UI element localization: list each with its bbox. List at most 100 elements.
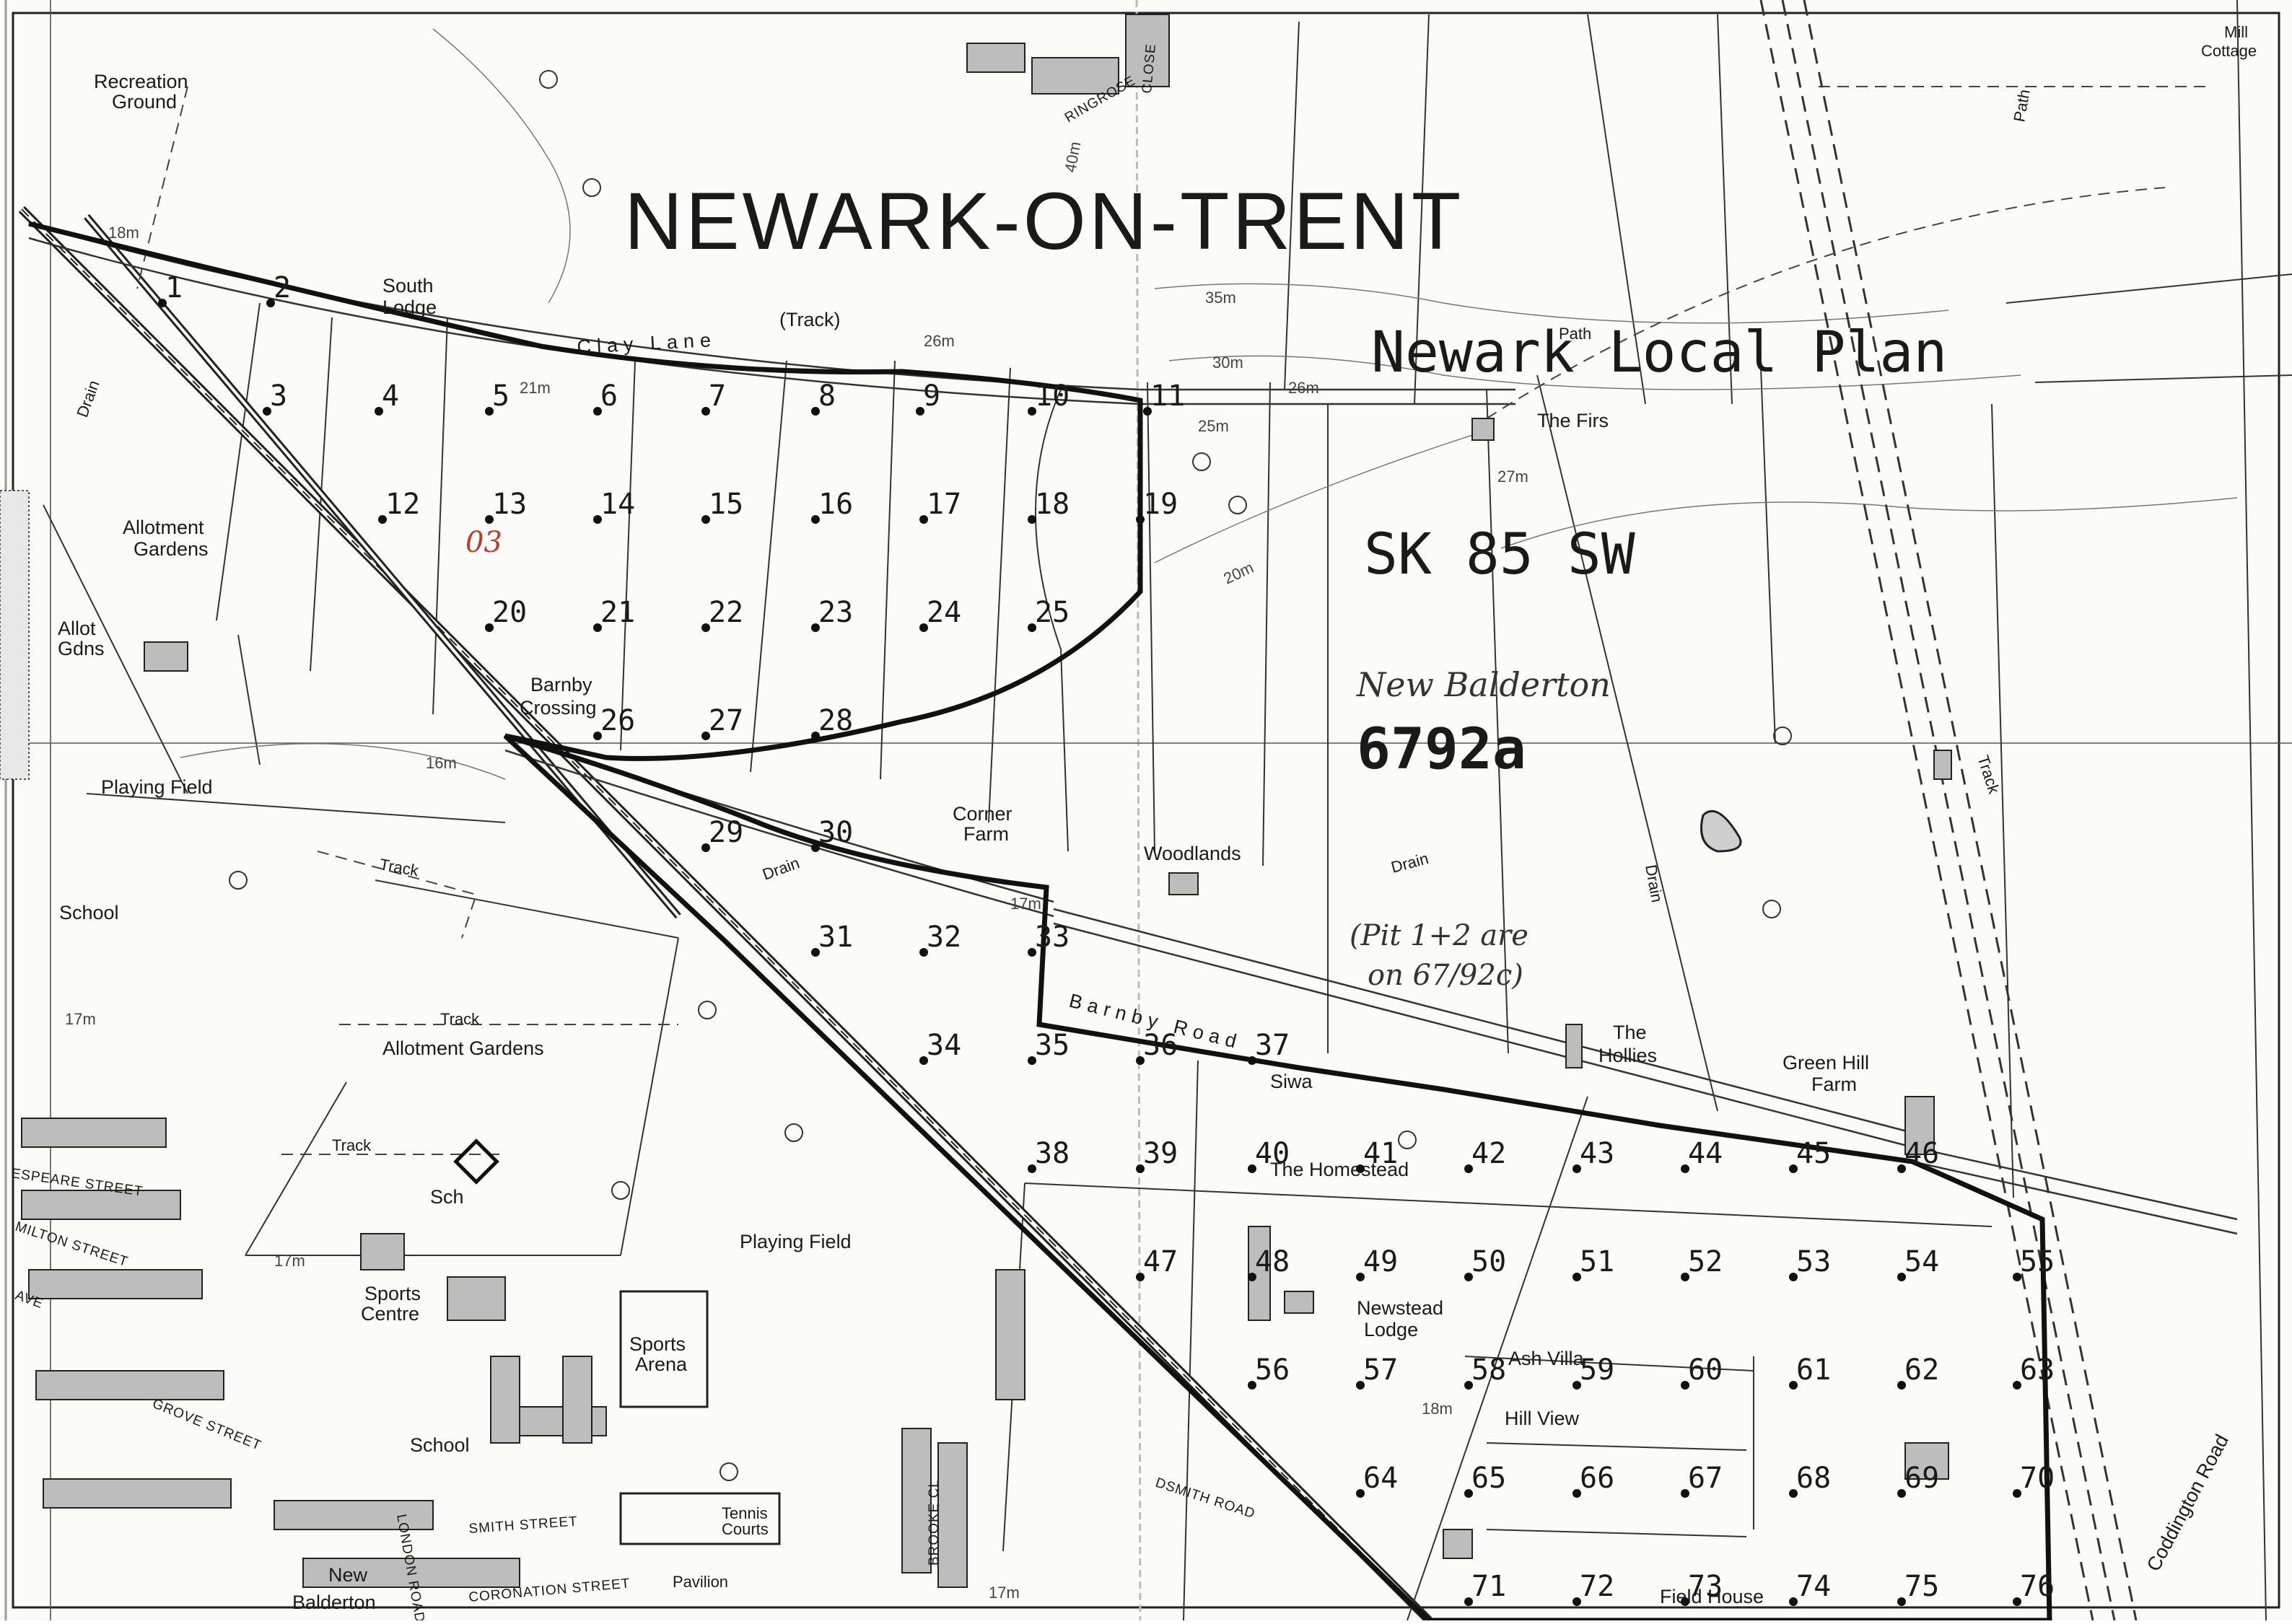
plot-marker-52: 52 [1681, 1245, 1723, 1281]
plot-marker-61: 61 [1789, 1353, 1831, 1390]
plot-dot [2013, 1273, 2021, 1281]
plot-dot [811, 515, 820, 524]
plot-number: 25 [1035, 596, 1070, 629]
plot-marker-14: 14 [593, 488, 635, 524]
plot-dot [1897, 1489, 1906, 1498]
svg-text:Centre: Centre [361, 1303, 419, 1325]
plot-dot [1681, 1597, 1689, 1606]
plot-number: 51 [1580, 1245, 1614, 1278]
plot-number: 26 [600, 704, 635, 737]
plot-marker-57: 57 [1356, 1353, 1398, 1390]
svg-text:The: The [1613, 1022, 1647, 1043]
plot-number: 11 [1150, 379, 1185, 413]
plot-marker-6: 6 [593, 379, 618, 416]
plot-marker-17: 17 [919, 488, 961, 524]
svg-text:The Homestead: The Homestead [1270, 1159, 1409, 1180]
svg-text:Farm: Farm [1811, 1074, 1857, 1095]
plot-dot [811, 732, 820, 740]
plot-marker-23: 23 [811, 596, 853, 632]
plot-marker-28: 28 [811, 704, 853, 740]
plot-dot [1464, 1164, 1473, 1173]
plot-number: 71 [1471, 1570, 1506, 1603]
plot-dot [1143, 407, 1152, 416]
plot-dot [263, 407, 271, 416]
plot-dot [1356, 1381, 1365, 1390]
plot-number: 9 [923, 379, 940, 413]
plot-dot [2013, 1489, 2021, 1498]
plot-marker-25: 25 [1028, 596, 1070, 632]
plot-dot [1356, 1273, 1365, 1281]
svg-text:Drain: Drain [760, 853, 802, 883]
plot-number: 31 [818, 921, 853, 954]
plot-number: 74 [1796, 1570, 1831, 1603]
plot-number: 34 [927, 1029, 961, 1062]
plot-number: 68 [1796, 1462, 1831, 1495]
plot-number: 15 [709, 488, 743, 521]
plot-number: 67 [1688, 1462, 1723, 1495]
plot-dot [1136, 1056, 1145, 1065]
plot-number: 73 [1688, 1570, 1723, 1603]
plot-number: 3 [270, 379, 287, 413]
plot-number: 19 [1143, 488, 1178, 521]
pond-area [0, 490, 30, 780]
plot-number: 61 [1796, 1353, 1831, 1387]
contour-labels: 18m 21m 26m 26m 35m 30m 40m 20m 16m 17m … [65, 140, 1528, 1602]
svg-text:Playing Field: Playing Field [740, 1231, 852, 1252]
buildings [21, 14, 1952, 1588]
sports-arena [619, 1290, 781, 1545]
plot-marker-73: 73 [1681, 1570, 1723, 1606]
plot-dot [701, 407, 710, 416]
plot-dot [919, 623, 928, 632]
plot-marker-1: 1 [158, 271, 183, 307]
svg-text:SMITH STREET: SMITH STREET [468, 1514, 578, 1537]
plot-marker-10: 10 [1028, 379, 1070, 416]
plot-dot [1681, 1381, 1689, 1390]
svg-text:27m: 27m [1497, 468, 1528, 486]
plot-number: 35 [1035, 1029, 1070, 1062]
svg-text:Path: Path [2010, 88, 2033, 123]
plot-number: 65 [1471, 1462, 1506, 1495]
svg-text:Gardens: Gardens [134, 538, 209, 560]
svg-text:School: School [59, 902, 119, 923]
plot-number: 28 [818, 704, 853, 737]
plot-marker-65: 65 [1464, 1462, 1506, 1498]
plot-dot [266, 299, 275, 307]
plot-dot [1573, 1597, 1581, 1606]
plot-dot [485, 407, 494, 416]
plot-number: 48 [1255, 1245, 1290, 1278]
plot-marker-72: 72 [1573, 1570, 1614, 1606]
plot-marker-46: 46 [1897, 1137, 1939, 1173]
svg-text:17m: 17m [274, 1252, 305, 1270]
plot-dot [1897, 1273, 1906, 1281]
plot-marker-19: 19 [1136, 488, 1178, 524]
plot-marker-36: 36 [1136, 1029, 1178, 1065]
plot-dot [1789, 1489, 1798, 1498]
plot-marker-20: 20 [485, 596, 527, 632]
plot-marker-41: 41 [1356, 1137, 1398, 1173]
site-boundary-south [503, 733, 2052, 1623]
plot-dot [811, 948, 820, 957]
plot-dot [1897, 1164, 1906, 1173]
sheet-fold-line [1135, 0, 1142, 1621]
plot-dot [2013, 1381, 2021, 1390]
svg-text:Playing Field: Playing Field [101, 776, 213, 798]
plot-number: 24 [927, 596, 961, 629]
plot-number: 69 [1904, 1462, 1939, 1495]
site-reference: 6792a [1357, 717, 1526, 782]
plot-number: 10 [1035, 379, 1070, 413]
svg-text:Crossing: Crossing [520, 697, 597, 719]
plot-marker-8: 8 [811, 379, 836, 416]
plot-number: 49 [1363, 1245, 1398, 1278]
plot-number: 4 [382, 379, 399, 413]
svg-text:Balderton: Balderton [292, 1592, 376, 1613]
plot-marker-26: 26 [593, 704, 635, 740]
plot-dot [1897, 1381, 1906, 1390]
plot-number: 40 [1255, 1137, 1290, 1170]
plot-dot [1789, 1273, 1798, 1281]
svg-text:South: South [382, 275, 434, 297]
map-title: NEWARK-ON-TRENT [624, 176, 1464, 266]
plot-marker-71: 71 [1464, 1570, 1506, 1606]
plot-number: 7 [709, 379, 726, 413]
plot-marker-9: 9 [916, 379, 940, 416]
